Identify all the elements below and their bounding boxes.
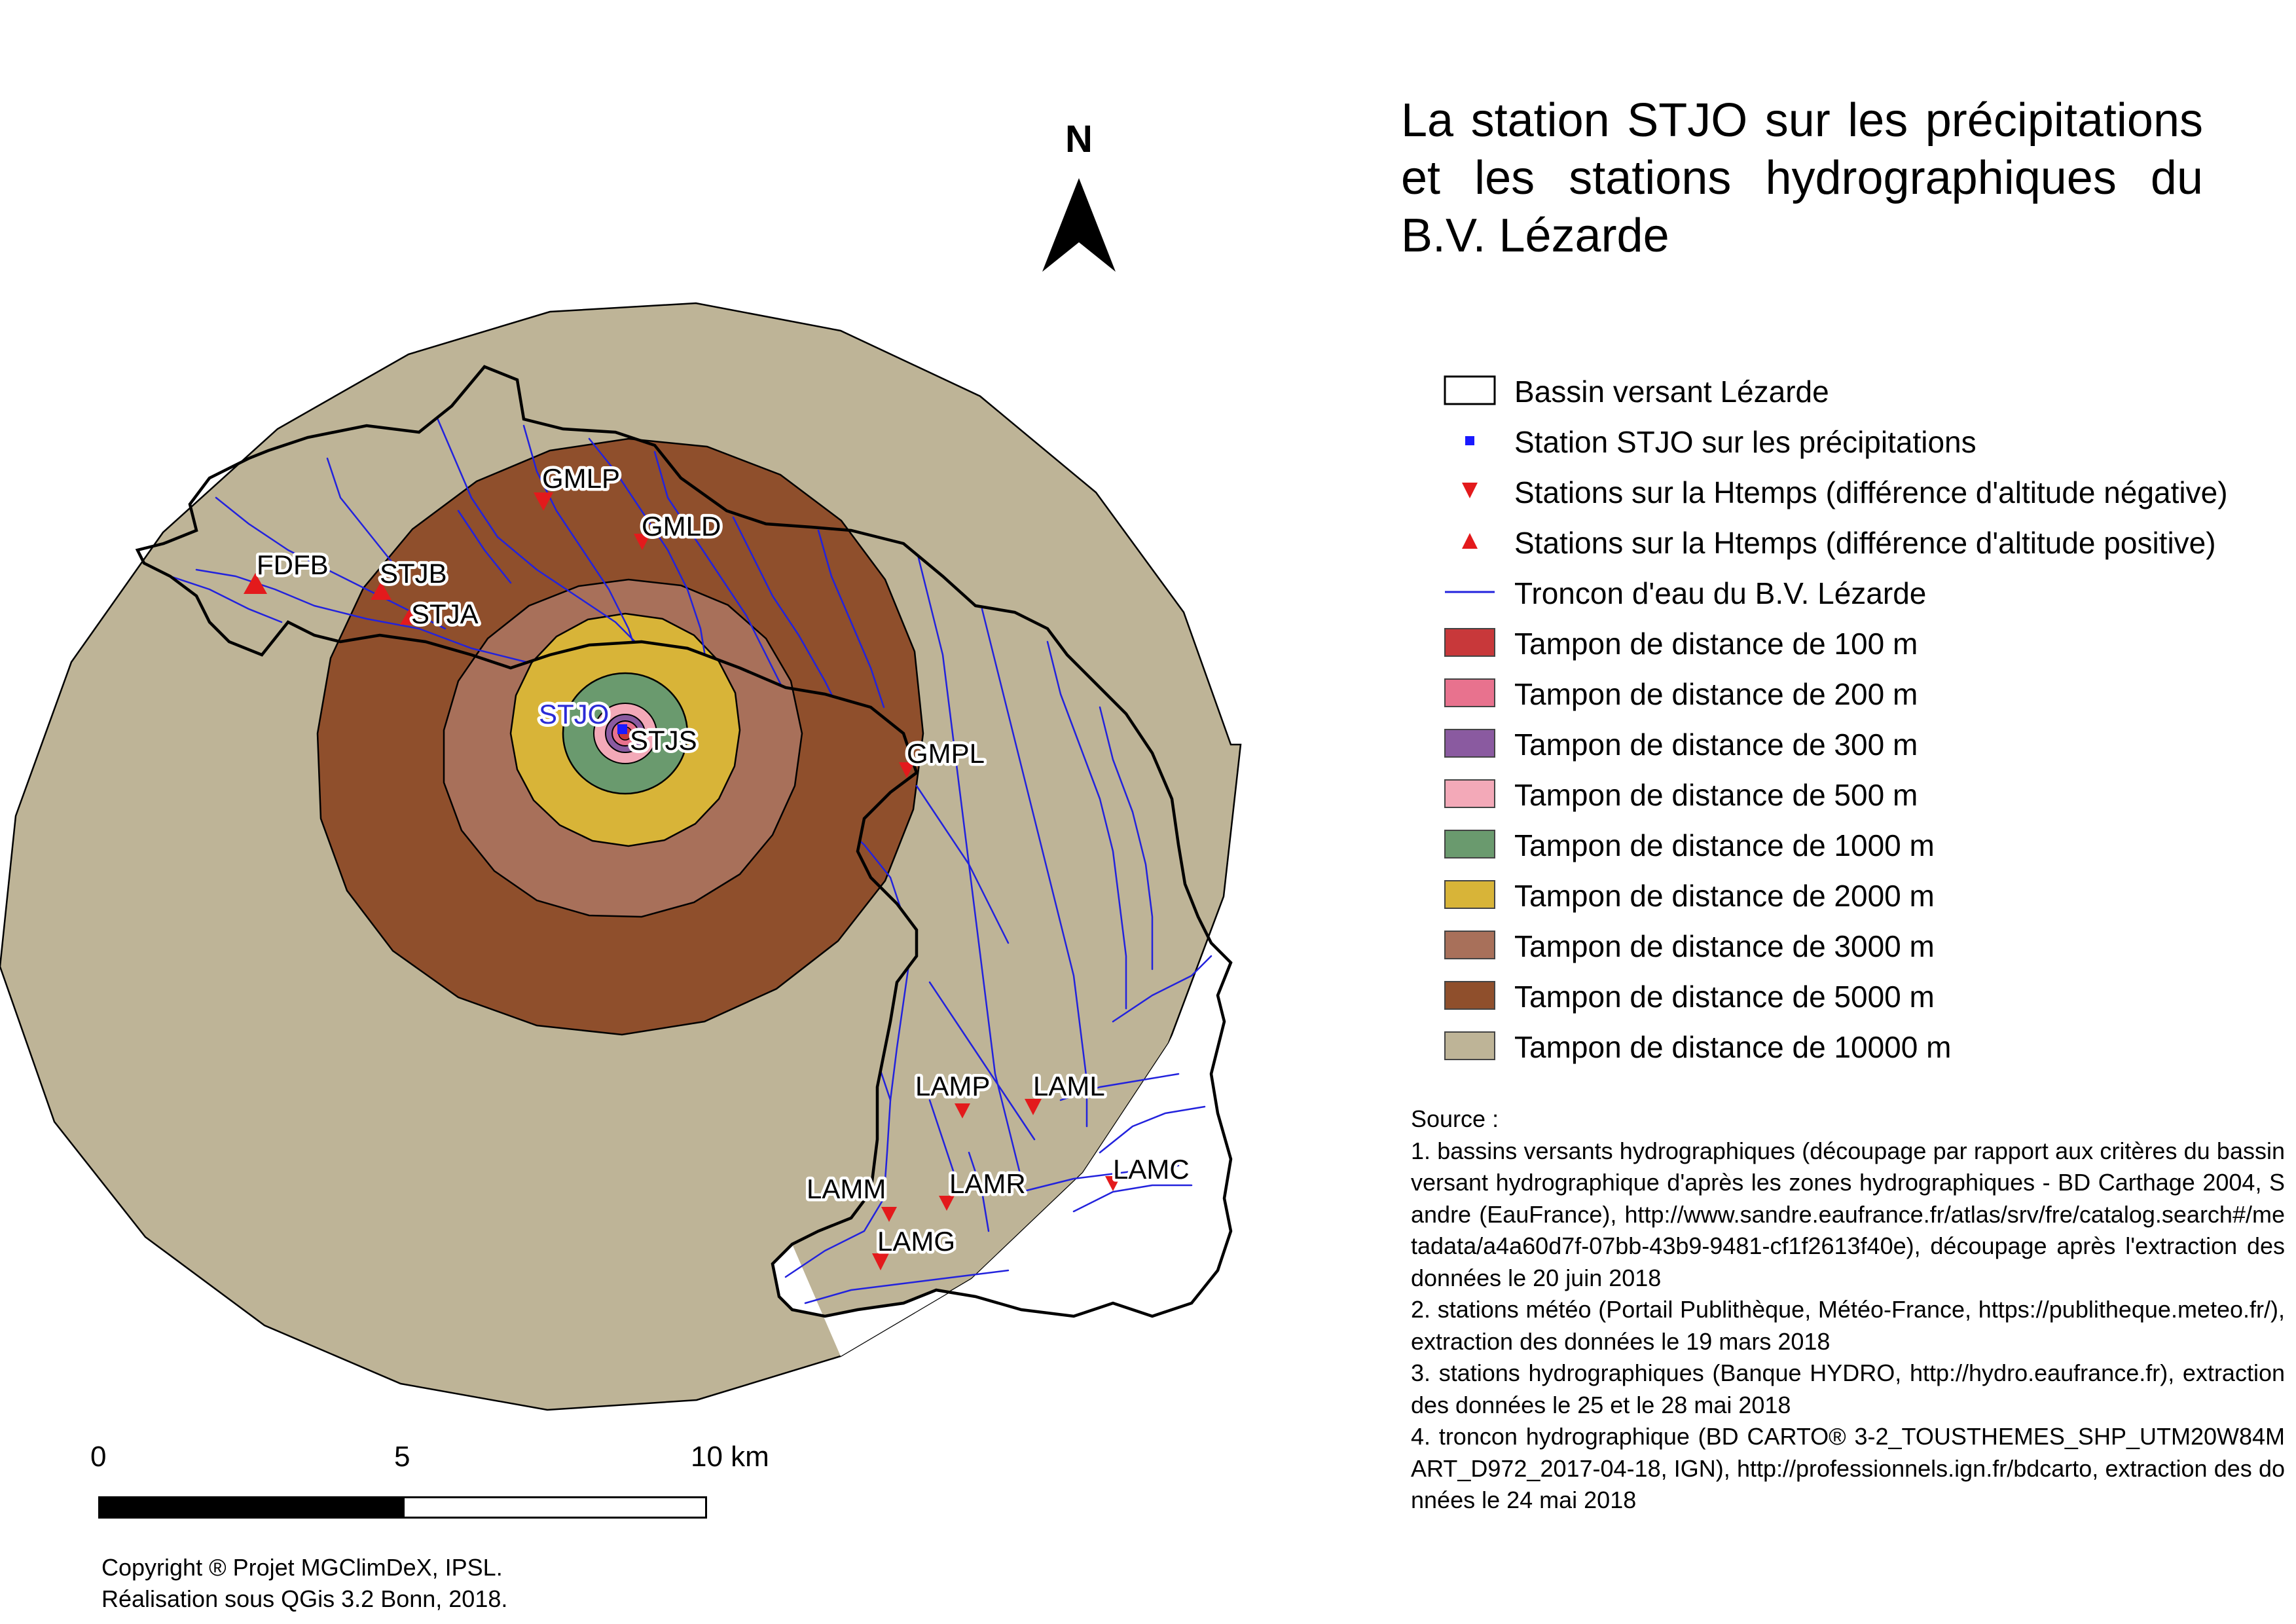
legend-label: Tampon de distance de 2000 m xyxy=(1514,879,1935,913)
station-label: LAMR xyxy=(949,1168,1026,1199)
station-stja-marker[interactable] xyxy=(400,609,418,625)
legend-item: Tampon de distance de 100 m xyxy=(1444,622,2288,673)
station-stjs-marker[interactable] xyxy=(630,728,646,741)
credits-line-2: Réalisation sous QGis 3.2 Bonn, 2018. xyxy=(101,1585,508,1612)
legend-item: Troncon d'eau du B.V. Lézarde xyxy=(1444,572,2288,622)
legend-symbol xyxy=(1444,729,1495,758)
station-stjb-marker[interactable] xyxy=(371,581,392,600)
station-label: LAML xyxy=(1033,1071,1105,1101)
station-label: STJB xyxy=(380,558,447,589)
scale-tick-10: 10 km xyxy=(691,1441,769,1473)
legend-label: Tampon de distance de 100 m xyxy=(1514,627,1918,661)
station-label: STJO xyxy=(539,699,609,729)
legend-symbol xyxy=(1444,830,1495,858)
scale-ticks: 0 5 10 km xyxy=(0,1441,786,1480)
station-lamc-marker[interactable] xyxy=(1105,1176,1121,1191)
legend-item: Tampon de distance de 5000 m xyxy=(1444,975,2288,1025)
legend-symbol xyxy=(1445,591,1495,593)
source-item: 2. stations météo (Portail Publithèque, … xyxy=(1411,1296,2285,1355)
station-label: LAMG xyxy=(877,1226,955,1257)
scale-tick-5: 5 xyxy=(394,1441,410,1473)
legend-item: Tampon de distance de 10000 m xyxy=(1444,1025,2288,1076)
legend-label: Stations sur la Htemps (différence d'alt… xyxy=(1514,526,2216,560)
source-item: 1. bassins versants hydrographiques (déc… xyxy=(1411,1137,2285,1291)
legend-item: Tampon de distance de 2000 m xyxy=(1444,874,2288,925)
legend-symbol xyxy=(1462,483,1478,498)
legend-symbol xyxy=(1444,678,1495,707)
credits-line-1: Copyright ® Projet MGClimDeX, IPSL. xyxy=(101,1554,503,1581)
north-arrow: N xyxy=(1042,118,1116,272)
legend-item: Tampon de distance de 300 m xyxy=(1444,723,2288,773)
legend-symbol xyxy=(1444,375,1496,405)
station-lamp-marker[interactable] xyxy=(955,1103,970,1118)
legend-symbol xyxy=(1444,880,1495,909)
sources-block: Source : 1. bassins versants hydrographi… xyxy=(1411,1103,2285,1517)
station-label: LAMP xyxy=(915,1071,990,1101)
legend-label: Station STJO sur les précipitations xyxy=(1514,425,1977,459)
north-label: N xyxy=(1065,118,1093,160)
legend-label: Tampon de distance de 5000 m xyxy=(1514,980,1935,1014)
legend-item: Tampon de distance de 1000 m xyxy=(1444,824,2288,874)
station-gmld-marker[interactable] xyxy=(634,534,651,550)
legend-label: Troncon d'eau du B.V. Lézarde xyxy=(1514,576,1927,610)
legend-label: Stations sur la Htemps (différence d'alt… xyxy=(1514,475,2228,509)
legend-label: Bassin versant Lézarde xyxy=(1514,375,1829,409)
legend-symbol xyxy=(1444,779,1495,808)
legend-item: Bassin versant Lézarde xyxy=(1444,370,2288,420)
station-lamr-marker[interactable] xyxy=(939,1196,955,1211)
station-gmlp-marker[interactable] xyxy=(534,492,553,511)
legend-item: Station STJO sur les précipitations xyxy=(1444,420,2288,471)
station-lamm-marker[interactable] xyxy=(881,1207,897,1222)
legend-item: Tampon de distance de 500 m xyxy=(1444,773,2288,824)
sources-heading: Source : xyxy=(1411,1105,1499,1132)
station-label: GMPL xyxy=(907,738,985,769)
station-fdfb-marker[interactable] xyxy=(244,573,267,594)
north-arrow-icon xyxy=(1042,178,1116,272)
legend-label: Tampon de distance de 3000 m xyxy=(1514,929,1935,963)
legend-label: Tampon de distance de 300 m xyxy=(1514,728,1918,762)
legend-symbol xyxy=(1465,436,1474,445)
credits: Copyright ® Projet MGClimDeX, IPSL. Réal… xyxy=(101,1552,507,1615)
map-title: La station STJO sur les précipitations e… xyxy=(1401,94,2203,262)
legend-label: Tampon de distance de 500 m xyxy=(1514,778,1918,812)
station-markers xyxy=(244,492,1121,1270)
legend-symbol xyxy=(1444,931,1495,959)
legend-symbol xyxy=(1444,981,1495,1010)
station-label: GMLP xyxy=(542,463,620,494)
legend-symbol xyxy=(1444,1031,1495,1060)
station-label: STJS xyxy=(630,725,697,756)
station-lamg-marker[interactable] xyxy=(872,1253,889,1270)
station-laml-marker[interactable] xyxy=(1025,1099,1042,1115)
source-item: 4. troncon hydrographique (BD CARTO® 3-2… xyxy=(1411,1423,2285,1513)
station-labels: FDFB STJB STJA STJS STJO GMLP GMLD GMPL … xyxy=(254,460,1193,1260)
legend-symbol xyxy=(1444,628,1495,657)
legend-item: Stations sur la Htemps (différence d'alt… xyxy=(1444,521,2288,572)
legend-item: Stations sur la Htemps (différence d'alt… xyxy=(1444,471,2288,521)
legend-symbol xyxy=(1462,533,1478,549)
station-stjo-marker[interactable] xyxy=(617,724,627,734)
legend-label: Tampon de distance de 10000 m xyxy=(1514,1030,1952,1064)
scale-tick-0: 0 xyxy=(90,1441,107,1473)
legend-label: Tampon de distance de 1000 m xyxy=(1514,828,1935,862)
station-label: GMLD xyxy=(642,511,721,542)
legend-label: Tampon de distance de 200 m xyxy=(1514,677,1918,711)
station-label: LAMM xyxy=(807,1173,886,1204)
legend-item: Tampon de distance de 200 m xyxy=(1444,673,2288,723)
scale-bar-black-segment xyxy=(100,1498,405,1517)
legend-item: Tampon de distance de 3000 m xyxy=(1444,925,2288,975)
station-label: FDFB xyxy=(257,549,329,580)
source-item: 3. stations hydrographiques (Banque HYDR… xyxy=(1411,1359,2285,1418)
station-gmpl-marker[interactable] xyxy=(899,762,915,778)
basin-outside-buffer xyxy=(773,943,1231,1356)
station-label: LAMC xyxy=(1113,1154,1190,1185)
scale-bar xyxy=(98,1496,707,1519)
station-label: STJA xyxy=(411,599,479,629)
